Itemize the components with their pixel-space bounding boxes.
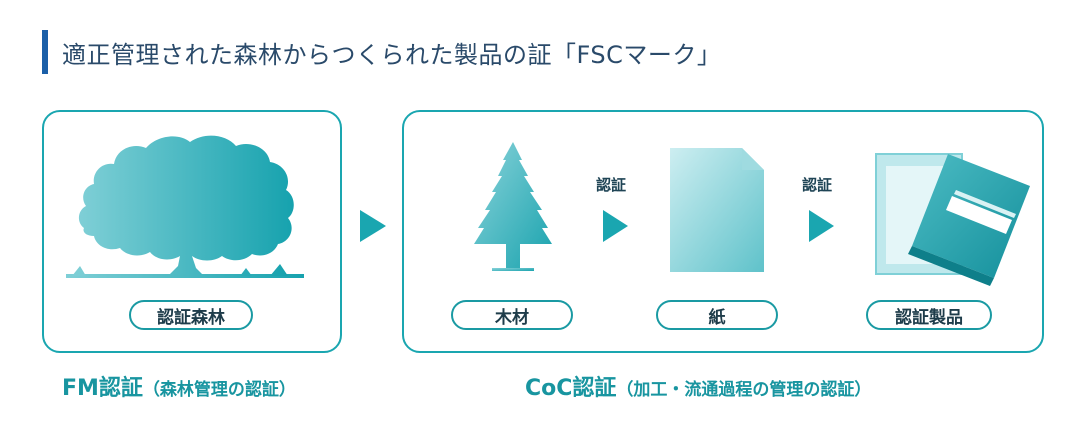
arrow-right-icon [360,210,386,242]
cert-label-1: 認証 [596,176,627,194]
title-accent-bar [42,30,48,74]
coc-caption-sub: （加工・流通過程の管理の認証） [616,380,872,400]
coc-caption: CoC認証（加工・流通過程の管理の認証） [525,370,871,402]
page-title-block: 適正管理された森林からつくられた製品の証「FSCマーク」 [42,30,721,74]
pill-paper: 紙 [656,300,778,330]
arrow-right-icon [603,210,628,242]
page-title: 適正管理された森林からつくられた製品の証「FSCマーク」 [62,40,722,69]
pill-timber: 木材 [451,300,573,330]
fm-caption-main: FM認証 [62,376,143,401]
book-product-icon [875,153,1030,286]
broadleaf-tree-icon [66,135,304,278]
pill-certified-product: 認証製品 [866,300,992,330]
cert-label-2: 認証 [802,176,833,194]
coc-caption-main: CoC認証 [525,376,617,401]
paper-sheet-icon [670,148,764,272]
fm-caption-sub: （森林管理の認証） [142,380,296,400]
fm-caption: FM認証（森林管理の認証） [62,370,296,402]
pill-certified-forest: 認証森林 [129,300,253,330]
conifer-tree-icon [474,142,552,271]
arrow-right-icon [809,210,834,242]
